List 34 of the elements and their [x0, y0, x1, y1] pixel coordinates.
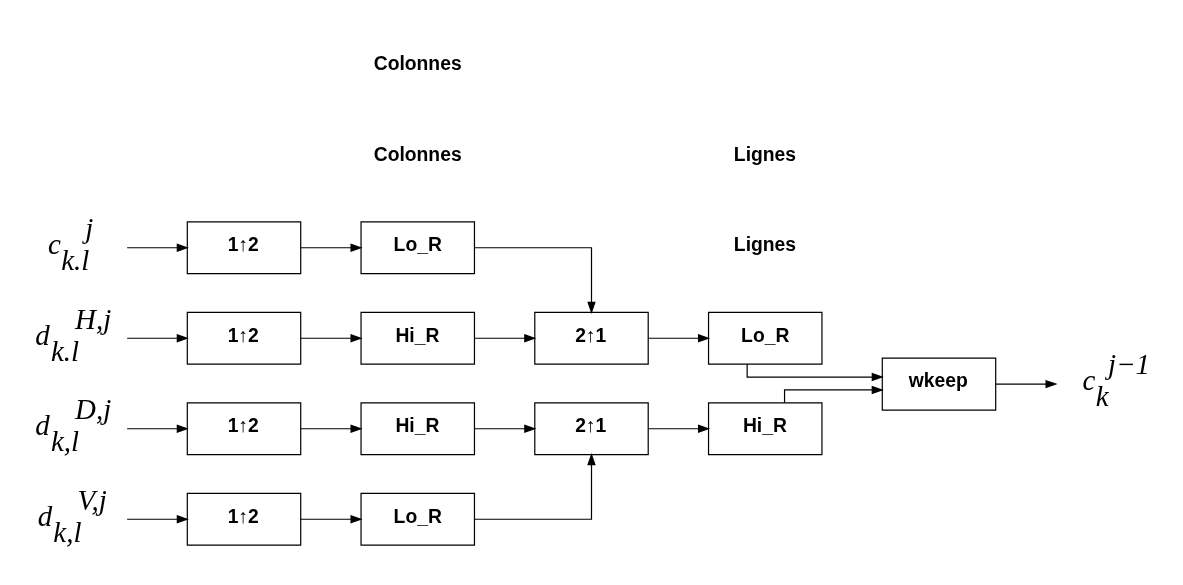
- node-box: Lo_R: [360, 220, 476, 274]
- node-box: 1↑2: [186, 220, 302, 274]
- arrow: [783, 385, 884, 403]
- arrow: [647, 424, 711, 433]
- arrow: [647, 333, 711, 342]
- node-box: Hi_R: [360, 401, 476, 455]
- node-box: 1↑2: [186, 492, 302, 546]
- node-box: 1↑2: [186, 311, 302, 365]
- arrow: [995, 379, 1058, 388]
- node-box: 1↑2: [186, 401, 302, 455]
- node-box: 2↑1: [534, 311, 649, 365]
- node-box: Lo_R: [707, 311, 823, 365]
- arrow: [300, 333, 363, 342]
- arrow: [126, 514, 189, 523]
- label: Lignes: [733, 233, 797, 255]
- arrow: [746, 363, 884, 381]
- arrow: [474, 452, 596, 520]
- node-box: wkeep: [881, 357, 997, 411]
- arrow: [126, 333, 189, 342]
- label: Colonnes: [373, 52, 462, 74]
- arrow: [474, 333, 537, 342]
- node-box: 2↑1: [534, 401, 649, 455]
- node-box: Hi_R: [707, 401, 823, 455]
- arrow: [126, 424, 189, 433]
- node-box: Hi_R: [360, 311, 476, 365]
- label: Colonnes: [373, 143, 462, 165]
- arrow: [474, 246, 596, 314]
- arrow: [300, 243, 363, 252]
- arrow: [474, 424, 537, 433]
- arrow: [300, 424, 363, 433]
- node-box: Lo_R: [360, 492, 476, 546]
- arrow: [300, 514, 363, 523]
- arrow: [126, 243, 189, 252]
- label: Lignes: [733, 143, 797, 165]
